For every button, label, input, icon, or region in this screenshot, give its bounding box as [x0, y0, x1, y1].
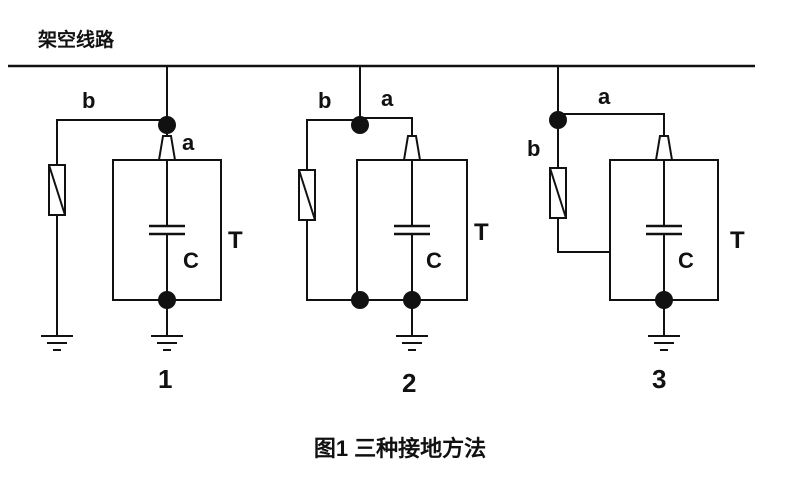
transformer-label: T — [474, 219, 489, 246]
arrester-branch-wire — [306, 119, 360, 170]
surge-arrester-diagonal — [549, 167, 567, 219]
capacitor-icon — [149, 224, 185, 236]
earth-ground-icon — [396, 335, 428, 351]
bushing-icon — [157, 135, 177, 161]
arrester-to-tank-wire — [306, 220, 360, 301]
bushing-branch-wire — [558, 113, 665, 160]
capacitor-icon — [646, 224, 682, 236]
terminal-a-label: a — [182, 130, 195, 155]
surge-arrester-diagonal — [48, 164, 66, 216]
transformer-label: T — [228, 227, 243, 254]
method-number: 2 — [402, 368, 416, 398]
arrester-branch-wire — [56, 119, 167, 165]
earth-ground-icon — [151, 335, 183, 351]
surge-arrester-diagonal — [298, 169, 316, 221]
capacitor-label: C — [678, 248, 694, 273]
junction-dot — [351, 291, 369, 309]
method-number: 3 — [652, 364, 666, 394]
capacitor-label: C — [183, 248, 199, 273]
terminal-a-label: a — [598, 84, 611, 109]
junction-dot — [158, 116, 176, 134]
junction-dot — [549, 111, 567, 129]
circuit-2: b a C T 2 — [298, 66, 489, 398]
overhead-line-label: 架空线路 — [37, 28, 115, 51]
arrester-to-tank-wire — [557, 218, 610, 253]
capacitor-icon — [394, 224, 430, 236]
transformer-label: T — [730, 227, 745, 254]
figure-caption: 图1 三种接地方法 — [314, 436, 486, 461]
terminal-b-label: b — [527, 136, 540, 161]
terminal-b-label: b — [82, 88, 95, 113]
circuit-3: b a C T 3 — [527, 66, 745, 394]
bushing-icon — [402, 135, 422, 161]
earth-ground-icon — [41, 335, 73, 351]
capacitor-label: C — [426, 248, 442, 273]
circuit-1: b a C T 1 — [41, 66, 243, 394]
terminal-a-label: a — [381, 86, 394, 111]
junction-dot — [351, 116, 369, 134]
bushing-icon — [654, 135, 674, 161]
earth-ground-icon — [648, 335, 680, 351]
terminal-b-label: b — [318, 88, 331, 113]
method-number: 1 — [158, 364, 172, 394]
